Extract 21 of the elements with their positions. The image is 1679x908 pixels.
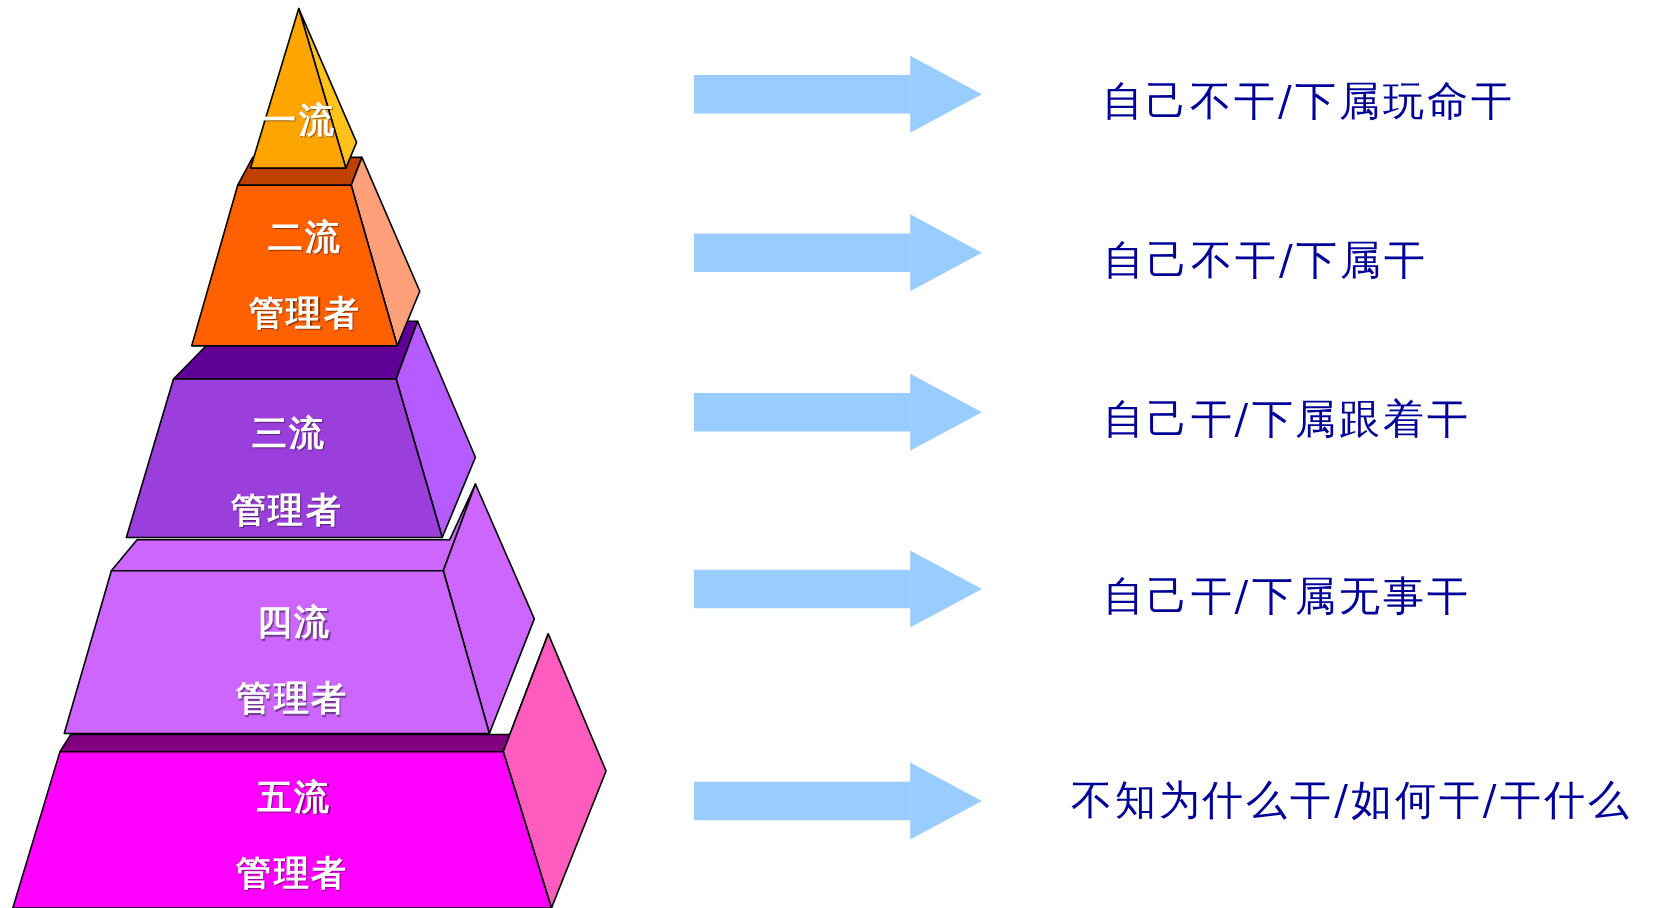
description-text: 不知为什么干/如何干/干什么: [1070, 775, 1632, 826]
tier-role-label: 管理者: [236, 850, 349, 896]
block-arrow: [693, 55, 982, 133]
description-text: 自己干/下属无事干: [1102, 571, 1472, 622]
block-arrow: [693, 762, 982, 840]
tier-role-label: 管理者: [248, 290, 362, 336]
tier-label: 二流: [267, 214, 343, 260]
tier-label: 三流: [251, 410, 327, 456]
description-text: 自己干/下属跟着干: [1102, 394, 1472, 445]
pyramid-tier: [191, 185, 398, 346]
tier-role-label: 管理者: [230, 487, 344, 533]
block-arrow: [693, 373, 982, 451]
description-text: 自己不干/下属干: [1103, 235, 1428, 286]
tier-label: 五流: [257, 774, 332, 820]
tier-label: 四流: [257, 600, 332, 645]
block-arrow: [693, 550, 982, 628]
tier-role-label: 管理者: [236, 676, 349, 722]
block-arrow: [693, 214, 982, 292]
description-text: 自己不干/下属玩命干: [1102, 76, 1515, 127]
pyramid-tier: [126, 379, 443, 538]
pyramid-tier: [12, 751, 552, 908]
